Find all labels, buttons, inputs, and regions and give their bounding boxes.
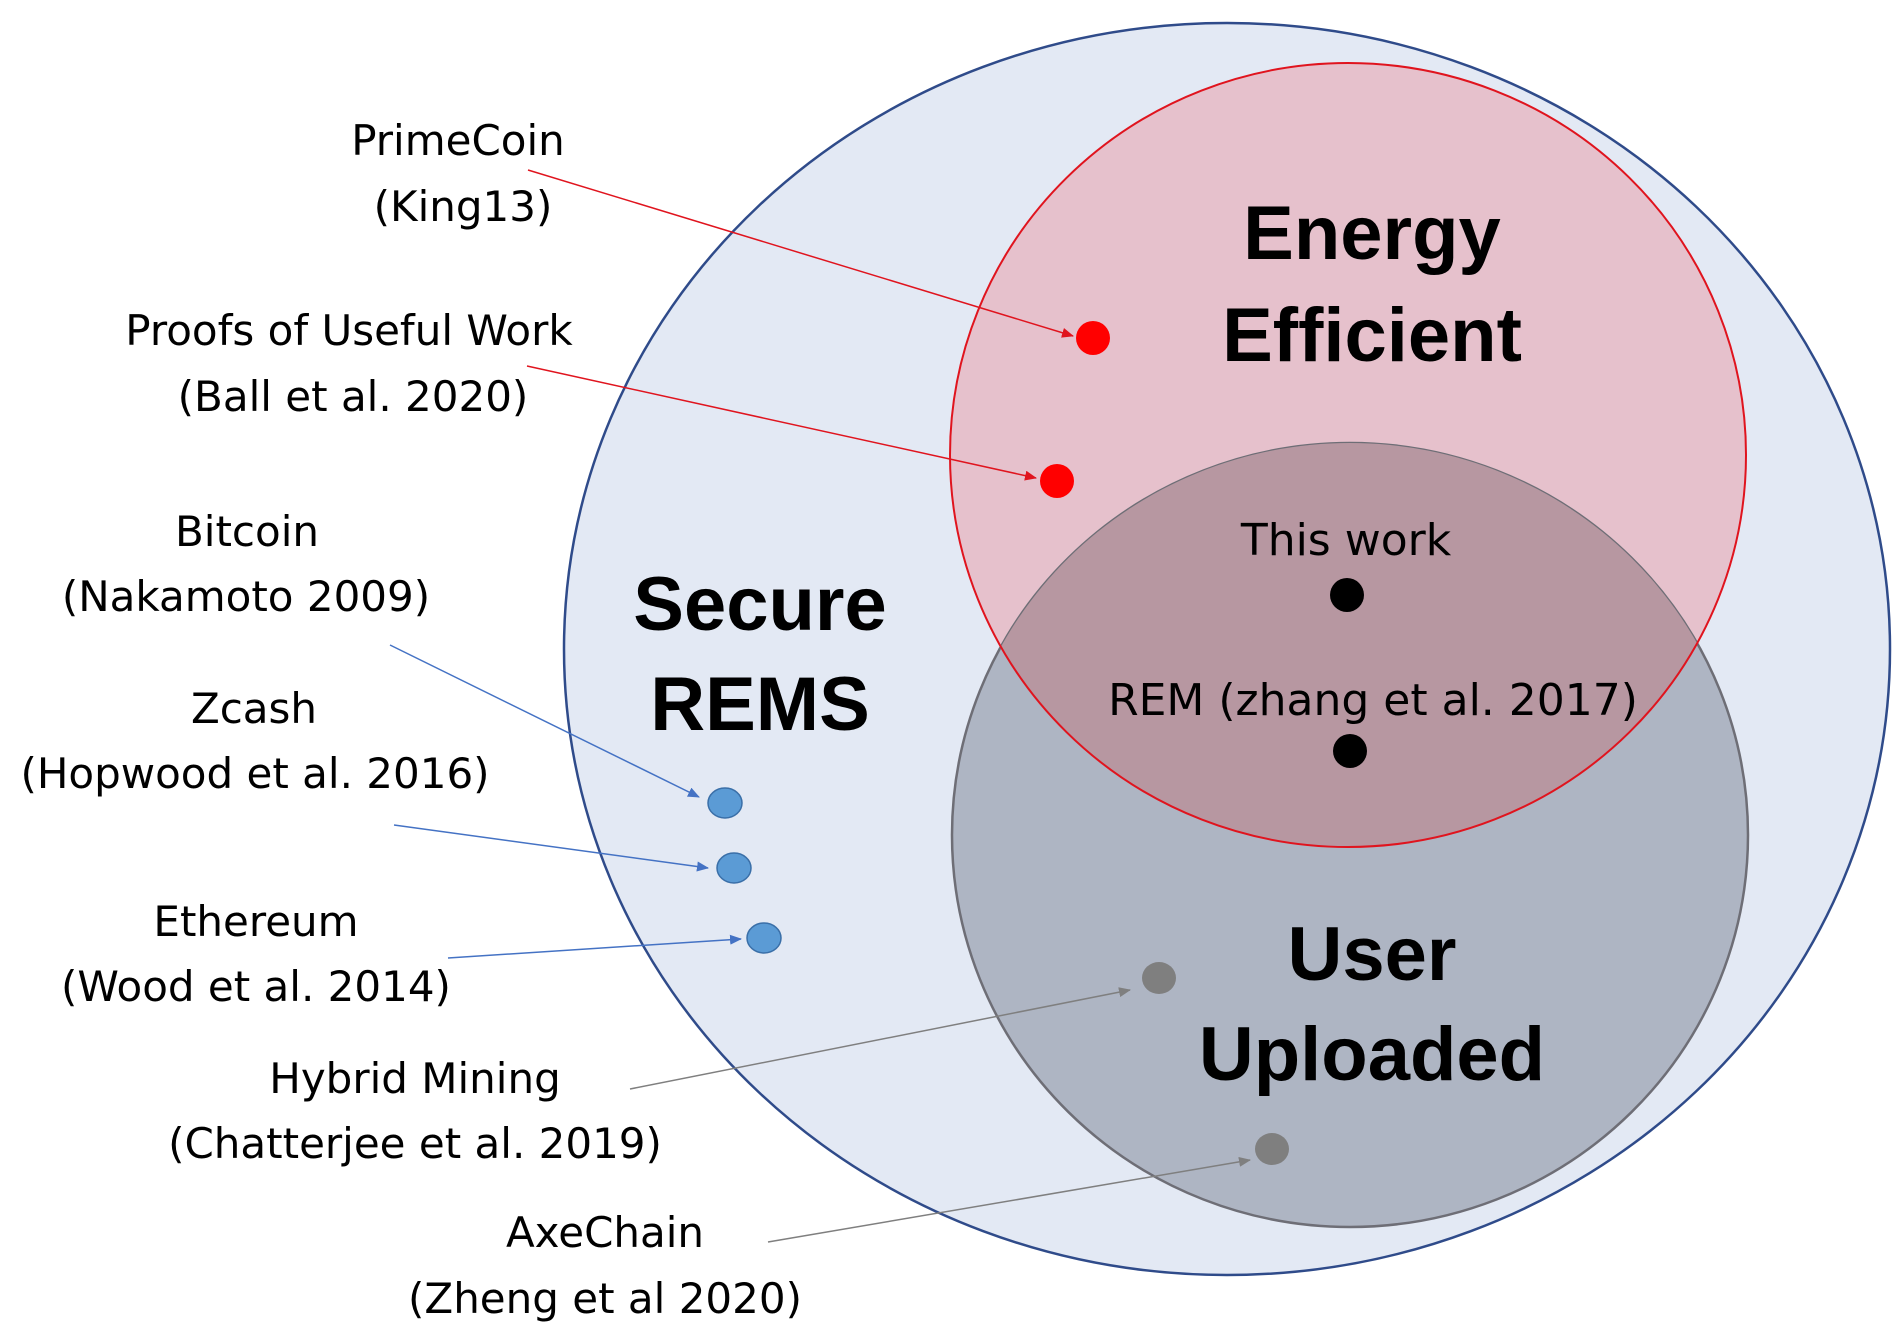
secure-rems-label-line1: Secure	[633, 562, 887, 647]
bitcoin-dot	[707, 787, 743, 819]
bitcoin-cite: (Nakamoto 2009)	[62, 572, 430, 621]
ethereum-label: Ethereum	[153, 897, 358, 946]
ethereum-dot	[746, 922, 782, 954]
useful-work-cite: (Ball et al. 2020)	[178, 372, 529, 421]
user-uploaded-label-line1: User	[1288, 912, 1457, 997]
hybrid-mining-dot	[1142, 962, 1176, 994]
zcash-arrow	[393, 824, 709, 872]
axechain-dot	[1255, 1133, 1289, 1165]
axechain-label: AxeChain	[506, 1208, 704, 1257]
hybrid-mining-arrow	[629, 987, 1131, 1090]
rem-dot	[1333, 734, 1367, 768]
axechain-arrow	[767, 1156, 1251, 1243]
useful-work-dot	[1040, 464, 1074, 498]
energy-efficient-label-line2: Efficient	[1222, 293, 1522, 378]
secure-rems-label-line2: REMS	[650, 662, 870, 747]
zcash-label: Zcash	[191, 684, 317, 733]
rem-label: REM (zhang et al. 2017)	[1108, 675, 1638, 726]
useful-work-arrow	[526, 365, 1037, 481]
energy-efficient-outline	[949, 62, 1747, 848]
bitcoin-label: Bitcoin	[175, 507, 319, 556]
useful-work-label: Proofs of Useful Work	[125, 306, 573, 355]
axechain-cite: (Zheng et al 2020)	[408, 1274, 802, 1323]
this-work-label: This work	[1240, 515, 1452, 566]
ethereum-arrow	[447, 934, 742, 959]
hybrid-mining-cite: (Chatterjee et al. 2019)	[168, 1119, 662, 1168]
primecoin-label: PrimeCoin	[351, 116, 565, 165]
primecoin-dot	[1076, 321, 1110, 355]
this-work-dot	[1330, 578, 1364, 612]
primecoin-cite: (King13)	[374, 182, 553, 231]
hybrid-mining-label: Hybrid Mining	[269, 1054, 561, 1103]
ethereum-cite: (Wood et al. 2014)	[61, 962, 451, 1011]
bitcoin-arrow	[389, 644, 700, 798]
zcash-cite: (Hopwood et al. 2016)	[20, 749, 489, 798]
primecoin-arrow	[527, 169, 1074, 338]
user-uploaded-label-line2: Uploaded	[1199, 1012, 1545, 1097]
energy-efficient-label-line1: Energy	[1243, 191, 1501, 276]
zcash-dot	[716, 852, 752, 884]
overlap-region	[952, 443, 1746, 847]
